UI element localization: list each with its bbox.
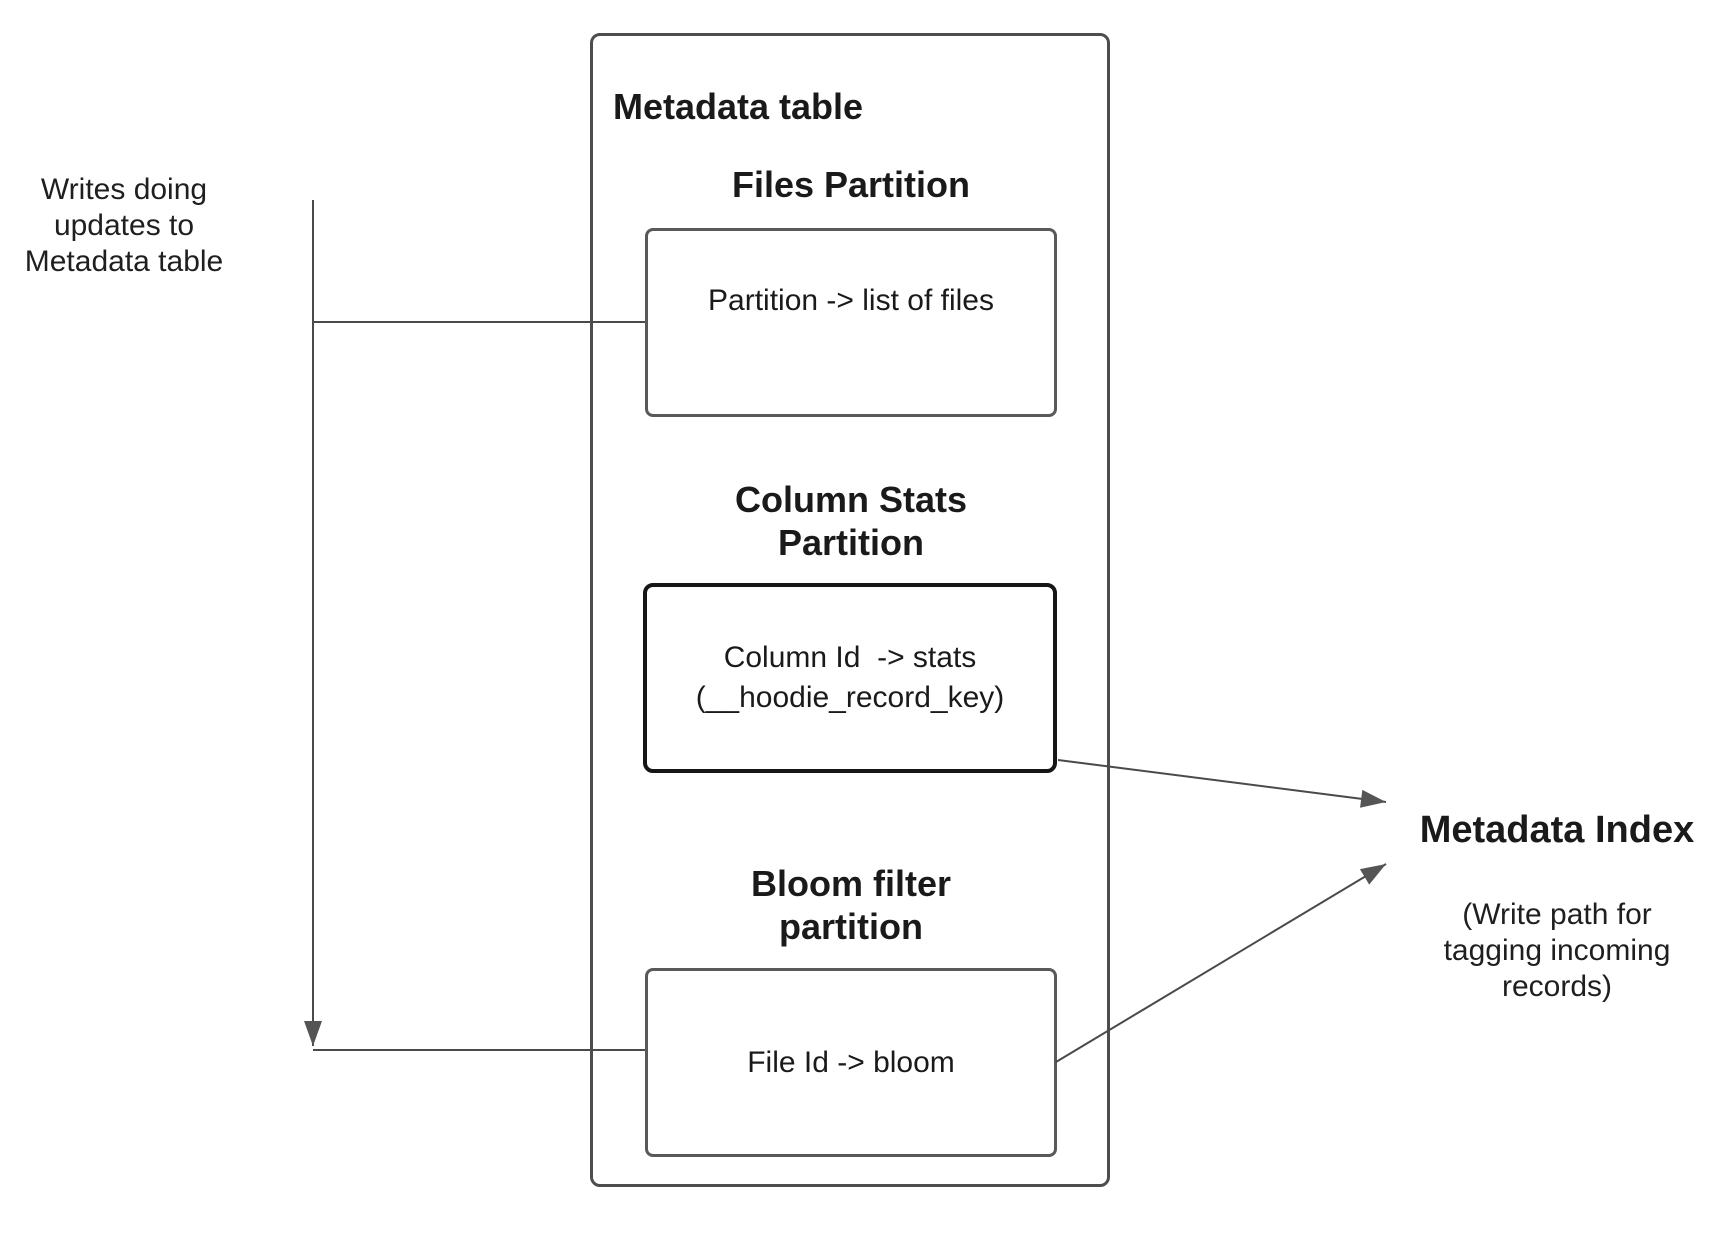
metadata-table-container: [590, 33, 1110, 1187]
bloom-filter-partition-box: File Id -> bloom: [645, 968, 1057, 1157]
writes-updates-note: Writes doing updates to Metadata table: [24, 173, 224, 278]
files-partition-box: Partition -> list of files: [645, 228, 1057, 417]
metadata-index-title: Metadata Index: [1419, 809, 1695, 851]
column-stats-partition-box: Column Id -> stats (__hoodie_record_key): [643, 583, 1057, 773]
column-stats-partition-heading: Column Stats Partition: [734, 479, 967, 563]
files-partition-box-text: Partition -> list of files: [708, 284, 994, 317]
column-stats-partition-box-text: Column Id -> stats (__hoodie_record_key): [695, 641, 1005, 714]
files-partition-heading: Files Partition: [731, 164, 971, 205]
metadata-index-subtitle: (Write path for tagging incoming records…: [1443, 898, 1671, 1003]
bloom-filter-partition-box-text: File Id -> bloom: [747, 1045, 955, 1079]
bloom-filter-partition-heading: Bloom filter partition: [750, 863, 951, 947]
metadata-table-title: Metadata table: [613, 86, 864, 127]
